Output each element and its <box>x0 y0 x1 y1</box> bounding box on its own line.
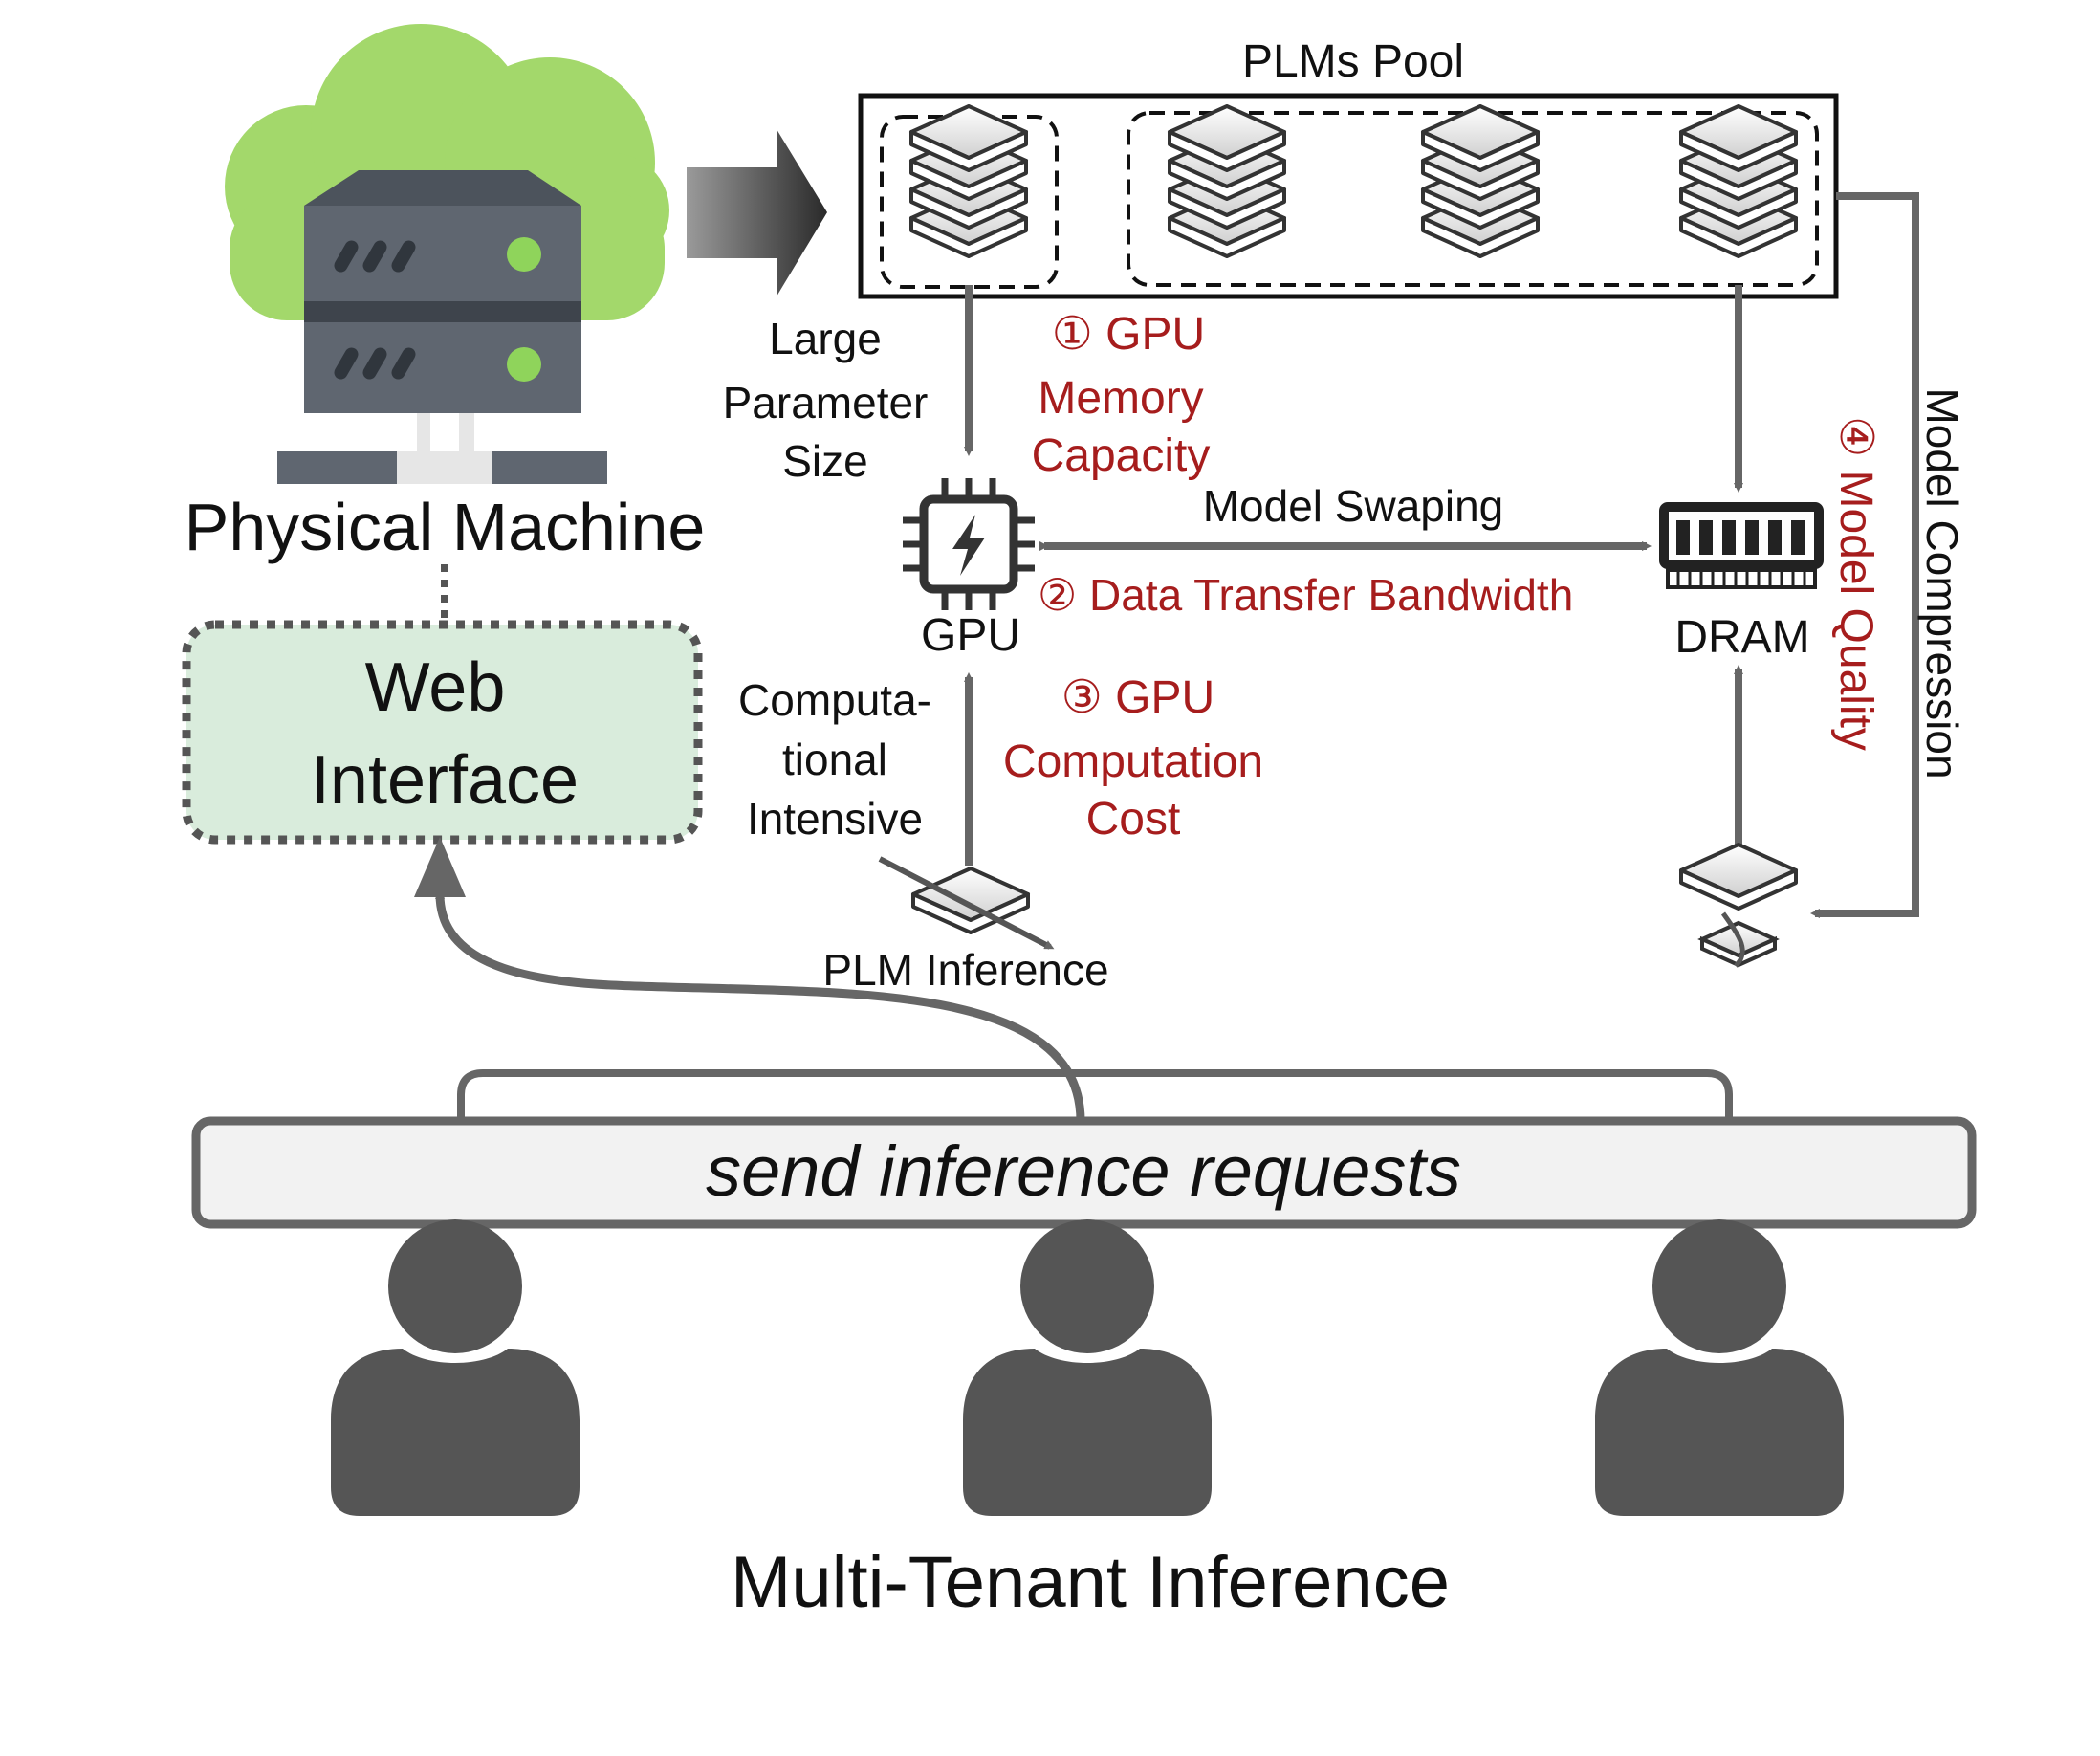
requests-to-web-arrowhead <box>414 837 466 897</box>
computational-intensive-label: Computa- tional Intensive <box>738 675 931 844</box>
svg-text:Large: Large <box>769 314 882 363</box>
plm-inference-label: PLM Inference <box>822 945 1108 995</box>
web-interface-box: Web Interface <box>182 620 703 845</box>
svg-text:Cost: Cost <box>1086 794 1181 845</box>
compressed-model-plate-icon <box>1679 843 1798 911</box>
svg-text:Memory: Memory <box>1038 373 1203 424</box>
challenge-2-label: ② Data Transfer Bandwidth <box>1038 570 1573 620</box>
svg-text:① GPU: ① GPU <box>1052 309 1205 360</box>
svg-text:Computa-: Computa- <box>738 675 931 725</box>
physical-machine-label: Physical Machine <box>185 490 706 564</box>
model-compression-arrow <box>1810 192 1919 918</box>
model-stack-icon <box>1423 106 1538 256</box>
model-swaping-label: Model Swaping <box>1203 481 1504 531</box>
web-interface-label-line2: Interface <box>311 742 579 819</box>
svg-text:tional: tional <box>782 735 887 784</box>
send-requests-label: send inference requests <box>706 1131 1461 1211</box>
svg-text:Parameter: Parameter <box>723 378 929 428</box>
large-model-arrow <box>687 129 827 296</box>
multi-tenant-label: Multi-Tenant Inference <box>731 1542 1450 1623</box>
server-icon <box>277 170 607 484</box>
request-fanout-bracket <box>457 1069 1733 1121</box>
challenge-1-label: ① GPU Memory Capacity <box>1032 309 1211 481</box>
pool-group-left <box>880 115 1059 289</box>
model-stack-icon <box>1681 106 1796 256</box>
user-icon <box>1595 1219 1844 1516</box>
svg-text:Size: Size <box>782 436 867 486</box>
user-icon <box>963 1219 1212 1516</box>
large-parameter-size-label: Large Parameter Size <box>723 314 929 486</box>
requests-to-web-arrow <box>435 889 1085 1122</box>
challenge-4-label: ④ Model Quality <box>1830 416 1881 751</box>
dram-label: DRAM <box>1674 612 1809 663</box>
inference-slash-arrow <box>878 856 1055 950</box>
challenge-3-label: ③ GPU Computation Cost <box>1003 672 1263 845</box>
svg-text:③ GPU: ③ GPU <box>1061 672 1214 723</box>
shrink-curve-arrow <box>1720 911 1745 968</box>
gpu-label: GPU <box>921 610 1020 661</box>
model-stack-icon <box>1170 106 1284 256</box>
user-icon <box>331 1219 580 1516</box>
svg-text:Capacity: Capacity <box>1032 430 1211 481</box>
model-stack-icon <box>911 106 1026 256</box>
model-compression-label: Model Compression <box>1917 387 1967 779</box>
plm-inference-plate-icon <box>911 867 1030 934</box>
gpu-chip-icon <box>903 478 1035 610</box>
plms-pool-label: PLMs Pool <box>1242 36 1464 87</box>
svg-text:Computation: Computation <box>1003 736 1263 787</box>
dram-icon <box>1659 502 1824 589</box>
web-interface-label-line1: Web <box>365 649 506 726</box>
svg-text:Intensive: Intensive <box>747 794 923 844</box>
